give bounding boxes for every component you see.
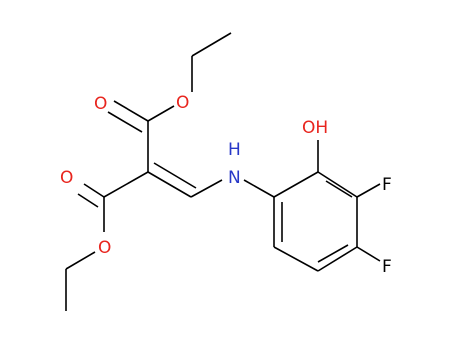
bond-ring-1 [273, 171, 319, 198]
atom-hydroxyl: OH [302, 118, 328, 138]
bond-carbonyl-double-lower-a [83, 183, 105, 198]
atom-fluorine-upper: F [382, 175, 392, 195]
bond-ring-4 [317, 246, 358, 272]
bond-ring-f-lower [356, 246, 381, 262]
bond-alkene-carbonyl-lower [103, 171, 149, 198]
atom-o-carbonyl-lower: O [60, 168, 73, 188]
bond-alkene-double-b [153, 162, 197, 189]
atom-fluorine-lower: F [382, 257, 392, 277]
atom-o-ester-lower: O [98, 238, 111, 258]
bond-alkene-double-a [147, 171, 192, 198]
bond-ring-f-upper [356, 183, 381, 198]
bond-ethyl-upper-c1c2 [191, 32, 232, 57]
atom-amine-h: H [228, 140, 241, 160]
atom-o-carbonyl-upper: O [94, 94, 107, 114]
bond-ring-2-inner [325, 180, 353, 198]
bond-ring-2 [317, 171, 358, 198]
bond-alkene-nh [190, 179, 223, 198]
bond-carbonyl-double-upper-b [107, 111, 143, 133]
bond-ring-4-inner [317, 244, 349, 263]
bond-ester-o-ethyl-lower [65, 251, 96, 270]
bond-ring-5 [273, 246, 319, 272]
bond-ester-o-carbonyl-upper [147, 105, 175, 122]
bond-nh-ring [243, 179, 275, 198]
bond-carbonyl-double-lower-b [77, 193, 99, 208]
bond-carbonyl-double-upper-a [113, 100, 149, 122]
atom-amine-n: N [228, 168, 241, 188]
atom-o-ester-upper: O [176, 93, 189, 113]
